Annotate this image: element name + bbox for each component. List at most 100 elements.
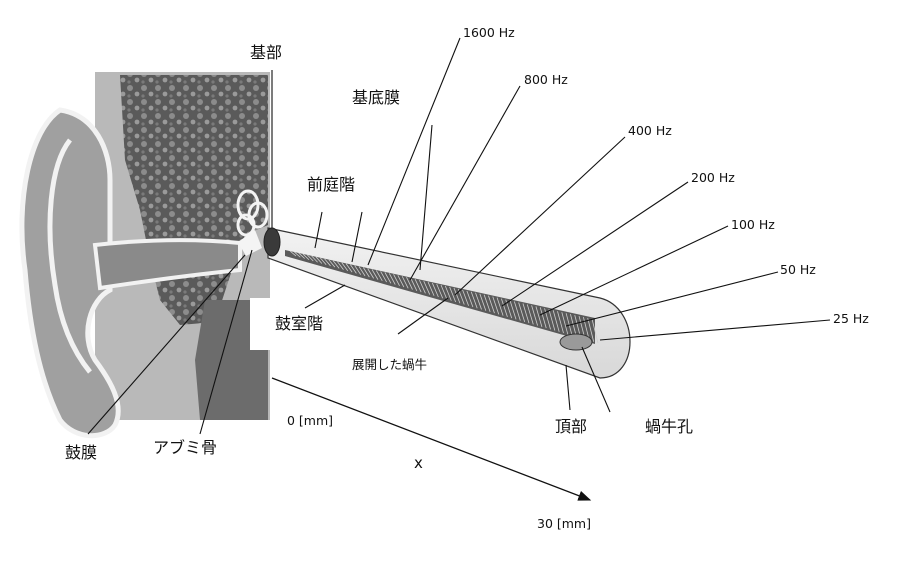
basilar-membrane: [285, 250, 595, 344]
membrane-striation: [462, 289, 469, 306]
membrane-striation: [393, 274, 400, 287]
membrane-striation: [513, 301, 521, 321]
cochlea-tube: [267, 227, 631, 379]
freq-label-1600: 1600 Hz: [463, 25, 515, 40]
membrane-striation: [337, 261, 344, 270]
membrane-striation: [444, 285, 452, 301]
membrane-striation: [367, 268, 374, 279]
membrane-striation: [565, 313, 573, 336]
pointer-kitei-maku: [419, 124, 433, 271]
helicotrema: [559, 333, 593, 351]
membrane-striation: [345, 263, 353, 273]
freq-line-1600: [367, 37, 461, 266]
membrane-striation: [531, 305, 538, 326]
membrane-striation: [436, 283, 444, 299]
membrane-striation: [432, 282, 439, 298]
membrane-striation: [475, 292, 482, 310]
membrane-striation: [526, 304, 534, 325]
membrane-striation: [570, 314, 577, 337]
pointer-chobu: [565, 364, 571, 411]
label-tenkai-kagyu: 展開した蝸牛: [352, 357, 427, 372]
label-chobu: 頂部: [555, 417, 587, 436]
text-labels: 1600 Hz 800 Hz 400 Hz 200 Hz 100 Hz 50 H…: [65, 25, 869, 531]
membrane-striation: [449, 286, 457, 303]
membrane-striation: [306, 254, 314, 262]
membrane-striation: [401, 276, 409, 289]
membrane-striation: [294, 251, 301, 258]
membrane-striation: [328, 259, 336, 268]
membrane-striation: [561, 312, 569, 335]
unrolled-cochlea: [263, 227, 631, 379]
membrane-striations: [289, 250, 599, 344]
pointer-abumi: [199, 249, 253, 435]
label-koshitsu-kai: 鼓室階: [275, 314, 323, 333]
membrane-striation: [311, 255, 318, 263]
pointer-zentei-2: [351, 211, 363, 263]
membrane-striation: [406, 277, 413, 290]
freq-label-800: 800 Hz: [524, 72, 568, 87]
membrane-striation: [358, 266, 366, 277]
membrane-striation: [397, 275, 405, 288]
pointer-koshitsu: [304, 284, 346, 309]
label-zentei-kai: 前庭階: [307, 175, 355, 194]
oval-window: [263, 227, 281, 257]
pointer-tenkai: [397, 297, 449, 335]
membrane-striation: [332, 260, 340, 269]
membrane-striation: [380, 271, 387, 283]
membrane-striation: [548, 309, 556, 331]
membrane-striation: [289, 250, 297, 257]
membrane-striation: [419, 279, 426, 294]
freq-label-50: 50 Hz: [780, 262, 816, 277]
freq-line-100: [539, 225, 729, 316]
freq-line-400: [454, 136, 626, 296]
freq-label-200: 200 Hz: [691, 170, 735, 185]
label-kagyu-ko: 蝸牛孔: [645, 417, 693, 436]
label-x-start: 0 [mm]: [287, 413, 333, 428]
membrane-striation: [488, 295, 495, 314]
x-axis: [271, 377, 592, 501]
pointer-kagyuko: [581, 346, 611, 413]
membrane-striation: [324, 258, 331, 267]
freq-line-50: [565, 271, 779, 327]
ossicles: [236, 189, 269, 237]
lower-tissue: [195, 300, 268, 420]
pinna-inner-fold: [47, 138, 92, 374]
membrane-striation: [427, 281, 435, 296]
membrane-striation: [440, 284, 448, 300]
membrane-striation: [535, 306, 543, 327]
membrane-striation: [302, 253, 310, 261]
freq-line-800: [409, 85, 521, 281]
ear-illustration: [19, 72, 320, 439]
membrane-striation: [496, 297, 504, 316]
membrane-striation: [375, 270, 383, 282]
membrane-striation: [384, 272, 392, 284]
membrane-striation: [552, 310, 560, 332]
membrane-striation: [423, 280, 431, 295]
membrane-striation: [587, 317, 595, 342]
pointer-zentei-1: [314, 211, 323, 249]
freq-label-100: 100 Hz: [731, 217, 775, 232]
membrane-striation: [363, 267, 370, 278]
membrane-striation: [341, 262, 349, 272]
membrane-striation: [319, 257, 327, 265]
membrane-striation: [591, 318, 599, 344]
label-kibu: 基部: [250, 43, 282, 62]
freq-line-25: [599, 319, 831, 341]
pinna: [19, 107, 121, 439]
membrane-striation: [492, 296, 500, 315]
membrane-striation: [518, 302, 526, 322]
membrane-striation: [410, 278, 418, 291]
membrane-striation: [354, 265, 362, 275]
membrane-striation: [315, 256, 323, 264]
label-kitei-maku: 基底膜: [352, 88, 400, 107]
freq-label-25: 25 Hz: [833, 311, 869, 326]
label-abumi-kotsu: アブミ骨: [153, 438, 217, 457]
x-axis-arrow: [271, 377, 592, 501]
membrane-striation: [522, 303, 530, 324]
membrane-striation: [470, 291, 478, 309]
membrane-striation: [509, 300, 517, 320]
ear-canal: [92, 238, 242, 291]
label-x-axis: x: [414, 454, 423, 472]
